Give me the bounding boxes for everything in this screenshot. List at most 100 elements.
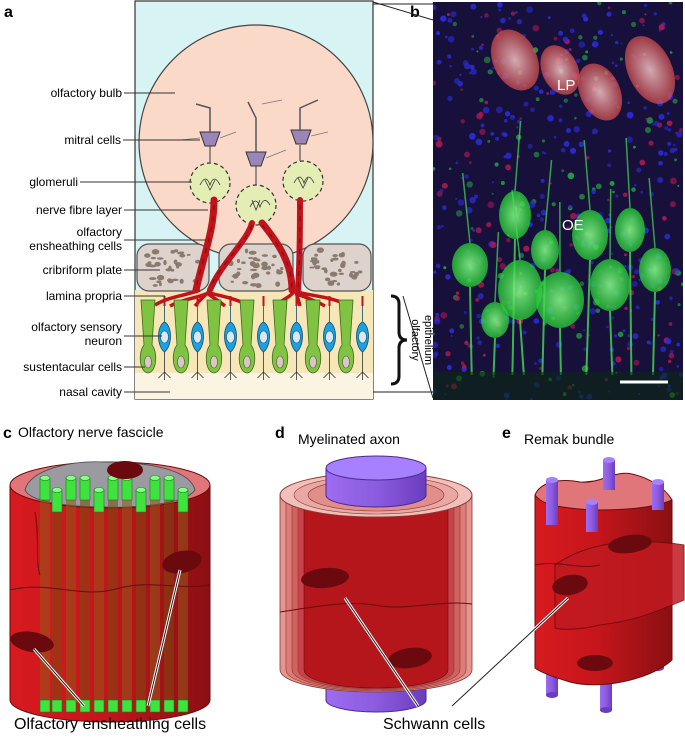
micrograph-speckle bbox=[677, 303, 681, 307]
micrograph-speckle bbox=[589, 307, 597, 315]
micrograph-speckle bbox=[472, 228, 476, 233]
micrograph-speckle bbox=[471, 34, 475, 38]
micrograph-speckle bbox=[445, 351, 451, 357]
plate-speckle bbox=[314, 253, 318, 257]
label-oec-line1: olfactory bbox=[77, 225, 122, 239]
micrograph-speckle bbox=[523, 101, 529, 107]
remak-flap bbox=[554, 541, 685, 630]
micrograph-speckle bbox=[468, 132, 476, 140]
plate-speckle bbox=[329, 271, 338, 277]
micrograph-speckle bbox=[510, 11, 516, 16]
lp-cell bbox=[540, 45, 580, 95]
panel-e-title: Remak bundle bbox=[524, 431, 614, 447]
micrograph-speckle bbox=[500, 181, 505, 186]
micrograph-speckle bbox=[505, 152, 512, 159]
micrograph-speckle bbox=[526, 6, 534, 13]
micrograph-speckle bbox=[519, 117, 523, 120]
oec-wave-line bbox=[9, 584, 211, 593]
micrograph-speckle bbox=[499, 263, 506, 270]
micrograph-speckle bbox=[606, 325, 609, 329]
plate-speckle bbox=[321, 267, 328, 271]
green-axon-bottom bbox=[135, 699, 147, 713]
epithelium-label-line2: epithelium bbox=[422, 315, 434, 365]
micrograph-speckle bbox=[460, 88, 464, 91]
plate-speckle bbox=[280, 266, 284, 271]
green-axons bbox=[39, 475, 189, 713]
plate-speckle bbox=[349, 271, 356, 274]
micrograph-speckle bbox=[669, 296, 673, 300]
plate-speckle bbox=[316, 247, 324, 253]
oe-axon bbox=[494, 231, 500, 303]
micrograph-speckle bbox=[476, 313, 481, 319]
panel-e: e Remak bundle bbox=[450, 425, 685, 713]
plate-speckle bbox=[154, 261, 161, 267]
micrograph-speckle bbox=[669, 147, 676, 154]
oec-nucleus bbox=[162, 550, 202, 574]
micrograph-speckle bbox=[658, 113, 665, 120]
epithelium-brace bbox=[390, 294, 408, 386]
micrograph-speckle bbox=[666, 112, 670, 115]
plate-speckle bbox=[312, 257, 318, 262]
micrograph-speckle bbox=[468, 161, 472, 165]
micrograph-speckle bbox=[631, 281, 638, 287]
micrograph-speckle bbox=[459, 324, 465, 329]
plate-speckle bbox=[252, 272, 260, 278]
label-glomeruli: glomeruli bbox=[29, 175, 78, 189]
label-olfactory-bulb: olfactory bulb bbox=[51, 86, 123, 100]
micrograph-speckle bbox=[624, 253, 627, 257]
micrograph-speckle bbox=[658, 160, 663, 166]
micrograph-speckle bbox=[583, 329, 586, 332]
micrograph-speckle bbox=[433, 341, 439, 349]
green-axon-top bbox=[149, 477, 161, 501]
micrograph-speckle bbox=[447, 54, 452, 59]
micrograph-speckle bbox=[569, 28, 575, 34]
micrograph-speckle bbox=[632, 145, 636, 149]
micrograph-speckle bbox=[622, 329, 626, 333]
plate-speckle bbox=[330, 258, 334, 263]
plate-speckle bbox=[165, 268, 172, 272]
oe-dendrite bbox=[651, 291, 656, 376]
neuron-cilia bbox=[356, 352, 369, 380]
micrograph-speckle bbox=[440, 312, 448, 319]
panel-d-title: Myelinated axon bbox=[298, 431, 400, 447]
sustentacular-nucleus bbox=[276, 355, 284, 369]
plate-speckle bbox=[331, 279, 338, 283]
oe-cell bbox=[615, 208, 645, 252]
plate-speckle bbox=[276, 270, 284, 275]
micrograph-speckle bbox=[653, 120, 660, 127]
plate-speckle bbox=[338, 252, 345, 258]
oe-cell bbox=[639, 248, 671, 292]
micrograph-speckle bbox=[570, 323, 576, 329]
micrograph-speckle bbox=[563, 141, 570, 147]
micrograph-speckle bbox=[470, 238, 474, 242]
green-axon-top bbox=[177, 489, 189, 513]
oe-dendrite bbox=[469, 286, 473, 376]
micrograph-speckle bbox=[464, 151, 470, 158]
micrograph-speckle bbox=[435, 140, 443, 148]
micrograph-speckle bbox=[460, 177, 463, 180]
sustentacular-nucleus bbox=[210, 355, 218, 369]
plate-speckle bbox=[232, 273, 239, 279]
micrograph-speckle bbox=[611, 61, 615, 65]
micrograph-speckle bbox=[459, 73, 462, 76]
neuron-nucleus bbox=[358, 330, 367, 344]
micrograph-speckle bbox=[676, 131, 683, 138]
epithelium-cells bbox=[139, 296, 369, 380]
green-axon-cap bbox=[135, 487, 147, 493]
plate-speckle bbox=[170, 249, 175, 254]
micrograph-speckle bbox=[585, 50, 589, 54]
micrograph-speckle bbox=[465, 206, 473, 214]
plate-speckle bbox=[177, 251, 183, 255]
micrograph-speckle bbox=[662, 216, 667, 221]
green-axon-top bbox=[93, 489, 105, 513]
micrograph-speckle bbox=[449, 65, 452, 68]
axon-shaft bbox=[52, 490, 62, 700]
micrograph-speckle bbox=[607, 149, 612, 153]
micrograph-speckle bbox=[650, 317, 655, 322]
micrograph-speckle bbox=[677, 184, 680, 187]
plate-speckle bbox=[313, 265, 321, 268]
micrograph-speckle bbox=[457, 199, 465, 206]
micrograph-speckle bbox=[626, 111, 634, 119]
micrograph-speckle bbox=[639, 17, 645, 24]
micrograph-speckle bbox=[475, 138, 483, 146]
